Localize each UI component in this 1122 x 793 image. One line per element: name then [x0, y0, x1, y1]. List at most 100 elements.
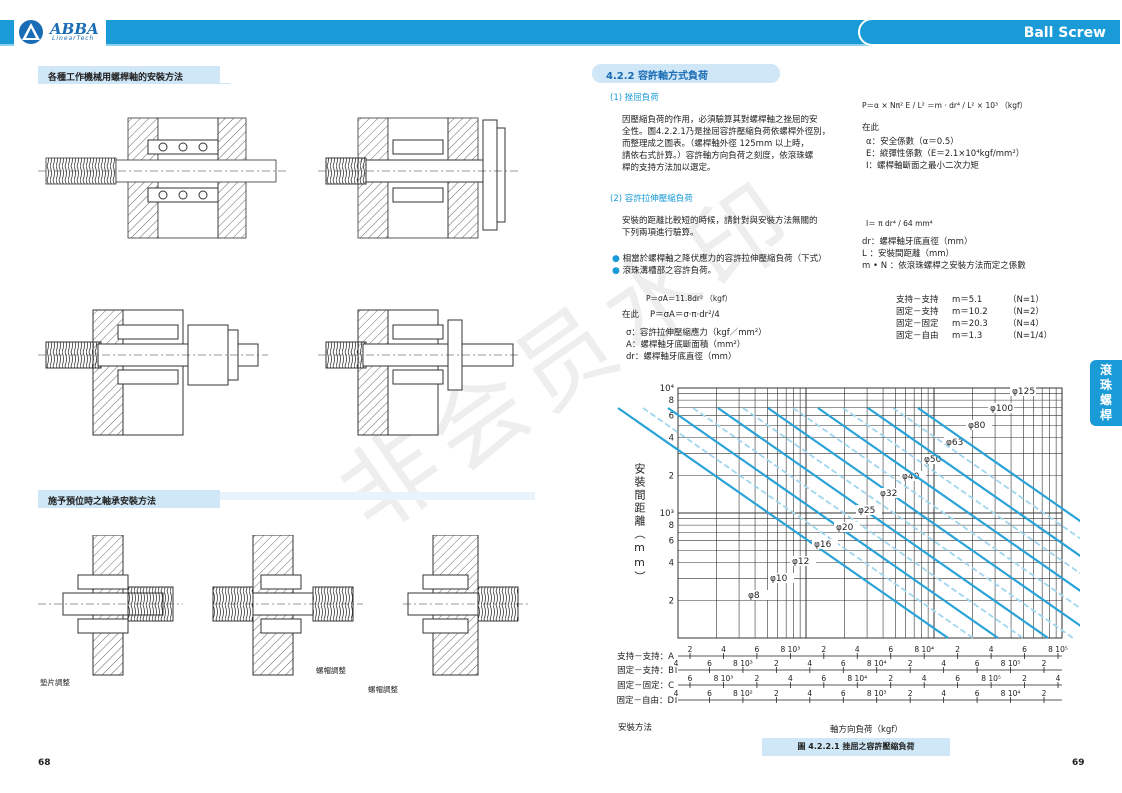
- drawing-4: [318, 309, 518, 436]
- scale-label: 固定－自由：D: [616, 695, 674, 706]
- scale-tick-label: 8 10³: [714, 674, 734, 683]
- series-line-φ10: [642, 407, 974, 639]
- series-line-φ80: [867, 407, 1080, 558]
- chart-ylabel: 安裝間距離（mm）: [633, 463, 646, 584]
- bullet-dot-icon: ●: [612, 254, 620, 264]
- series-label-bg: [1010, 386, 1036, 396]
- scale-tick-label: 8 10⁵: [1048, 645, 1068, 654]
- scale-tick-label: 4: [807, 659, 812, 668]
- scale-label: 固定－支持：B: [617, 665, 674, 676]
- where3-item: dr：螺桿軸牙底直徑（mm）: [626, 352, 737, 362]
- formula-buckling: P＝α × Nπ² E / L² ＝m · dr⁴ / L² × 10³ （kg…: [862, 101, 1028, 110]
- page-number-left: 68: [38, 758, 51, 768]
- scale-tick-label: 8 10⁵: [981, 674, 1001, 683]
- formula-tension: P＝σA＝11.8dr² （kgf）: [646, 294, 733, 303]
- where1-list: α：安全係數（α＝0.5） E：縱彈性係數（E＝2.1×10⁴kgf/mm²） …: [866, 136, 1096, 172]
- scale-label: 支持－支持：A: [617, 651, 674, 662]
- scale-tick-label: 2: [688, 645, 693, 654]
- scale-tick-label: 6: [755, 645, 760, 654]
- sub1-line: 全性。圖4.2.2.1乃是挫屈容許壓縮負荷依螺桿外徑別，: [622, 127, 831, 137]
- sub2-line: 安裝的距離比較短的時候，請針對與安裝方法無關的: [622, 216, 818, 226]
- series-label-bg: [922, 454, 948, 464]
- scale-tick-label: 4: [807, 689, 812, 698]
- section-title: Ball Screw: [1023, 25, 1106, 41]
- drawing-1: [38, 117, 288, 239]
- scale-tick-label: 8 10²: [733, 689, 753, 698]
- series-line-φ20: [717, 407, 1049, 639]
- y-tick-label: 4: [669, 559, 674, 569]
- abba-logo-icon: [19, 20, 43, 44]
- scale-tick-label: 4: [721, 645, 726, 654]
- bullet-item: ● 相當於螺桿軸之降伏應力的容許拉伸壓縮負荷（下式）: [612, 254, 827, 264]
- right-section-title: 4.2.2 容許軸方式負荷: [592, 64, 780, 83]
- side-tab: 滾珠 螺桿: [1090, 360, 1122, 426]
- page-number-right: 69: [1072, 758, 1085, 768]
- series-label: φ63: [946, 438, 963, 448]
- scale-tick-label: 4: [922, 674, 927, 683]
- scale-tick-label: 2: [908, 689, 913, 698]
- logo-box: [14, 18, 106, 46]
- series-line-φ25: [742, 407, 1074, 639]
- sub1-line: 桿的支持方法加以選定。: [622, 163, 716, 173]
- y-tick-label: 2: [669, 596, 674, 606]
- scale-tick-label: 8 10³: [733, 659, 753, 668]
- series-label-bg: [834, 522, 860, 532]
- scale-label: 固定－固定：C: [617, 680, 674, 691]
- scale-tick-label: 8 10³: [867, 689, 887, 698]
- scale-tick-label: 2: [774, 689, 779, 698]
- scale-tick-label: 6: [1022, 645, 1027, 654]
- logo-text: ABBA: [50, 20, 99, 38]
- scale-tick-label: 2: [955, 645, 960, 654]
- where3-item: A：螺桿軸牙底斷面積（mm²）: [626, 340, 746, 350]
- header-line: [0, 44, 1122, 46]
- sub1-line: 因壓縮負荷的作用，必須驗算其對螺桿軸之挫屈的安: [622, 115, 818, 125]
- series-label-bg: [966, 420, 992, 430]
- series-label: φ125: [1012, 387, 1035, 397]
- where3-list: σ：容許拉伸壓縮應力（kgf／mm²） A：螺桿軸牙底斷面積（mm²） dr：螺…: [626, 327, 856, 363]
- series-label: φ25: [858, 506, 875, 516]
- series-label: φ20: [836, 523, 854, 533]
- series-line-φ125: [917, 407, 1080, 523]
- series-label: φ10: [770, 574, 788, 584]
- series-line-φ100: [892, 407, 1080, 540]
- series-line-φ63: [842, 407, 1080, 575]
- scale-tick-label: 6: [821, 674, 826, 683]
- series-line-φ50: [817, 407, 1080, 592]
- where1-item: I：螺桿軸斷面之最小二次力矩: [866, 161, 980, 171]
- scale-tick-label: 6: [688, 674, 693, 683]
- sub1-line: 而整理成之圖表。（螺桿軸外徑 125mm 以上時，: [622, 139, 809, 149]
- section2-title: 施予預位時之軸承安裝方法: [38, 490, 220, 508]
- series-label: φ40: [902, 472, 920, 482]
- where3-item: σ：容許拉伸壓縮應力（kgf／mm²）: [626, 328, 767, 338]
- formula-tension-2: P＝σA＝σ·π·dr²/4: [650, 310, 720, 320]
- scale-tick-label: 6: [707, 689, 712, 698]
- section1-rule: [220, 83, 230, 84]
- scale-tick-label: 2: [908, 659, 913, 668]
- scale-tick-label: 6: [707, 659, 712, 668]
- chart-caption: 圖 4.2.2.1 挫屈之容許壓縮負荷: [762, 738, 950, 756]
- sub2-title: (2) 容許拉伸壓縮負荷: [610, 194, 693, 204]
- drawing-2: [318, 117, 518, 239]
- bullet-list: ● 相當於螺桿軸之降伏應力的容許拉伸壓縮負荷（下式） ● 滾珠溝槽部之容許負荷。: [612, 253, 862, 277]
- y-tick-label: 8: [669, 521, 674, 531]
- preload-drawing-3: [403, 535, 528, 676]
- series-label: φ32: [880, 489, 897, 499]
- where2-item: m • N ：依滾珠螺桿之安裝方法而定之係數: [862, 261, 1026, 271]
- where1-item: E：縱彈性係數（E＝2.1×10⁴kgf/mm²）: [866, 149, 1025, 159]
- bullet-dot-icon: ●: [612, 266, 620, 276]
- y-tick-label: 2: [669, 471, 674, 481]
- scale-tick-label: 6: [841, 689, 846, 698]
- y-tick-label: 4: [669, 434, 674, 444]
- scale-tick-label: 2: [821, 645, 826, 654]
- scale-tick-label: 2: [1042, 689, 1047, 698]
- scale-tick-label: 2: [1022, 674, 1027, 683]
- scale-tick-label: 8 10⁴: [1001, 689, 1021, 698]
- scale-tick-label: 2: [1042, 659, 1047, 668]
- preload-drawings: [38, 535, 528, 676]
- scale-tick-label: 4: [855, 645, 860, 654]
- scale-tick-label: 2: [755, 674, 760, 683]
- scale-tick-label: 4: [1056, 674, 1061, 683]
